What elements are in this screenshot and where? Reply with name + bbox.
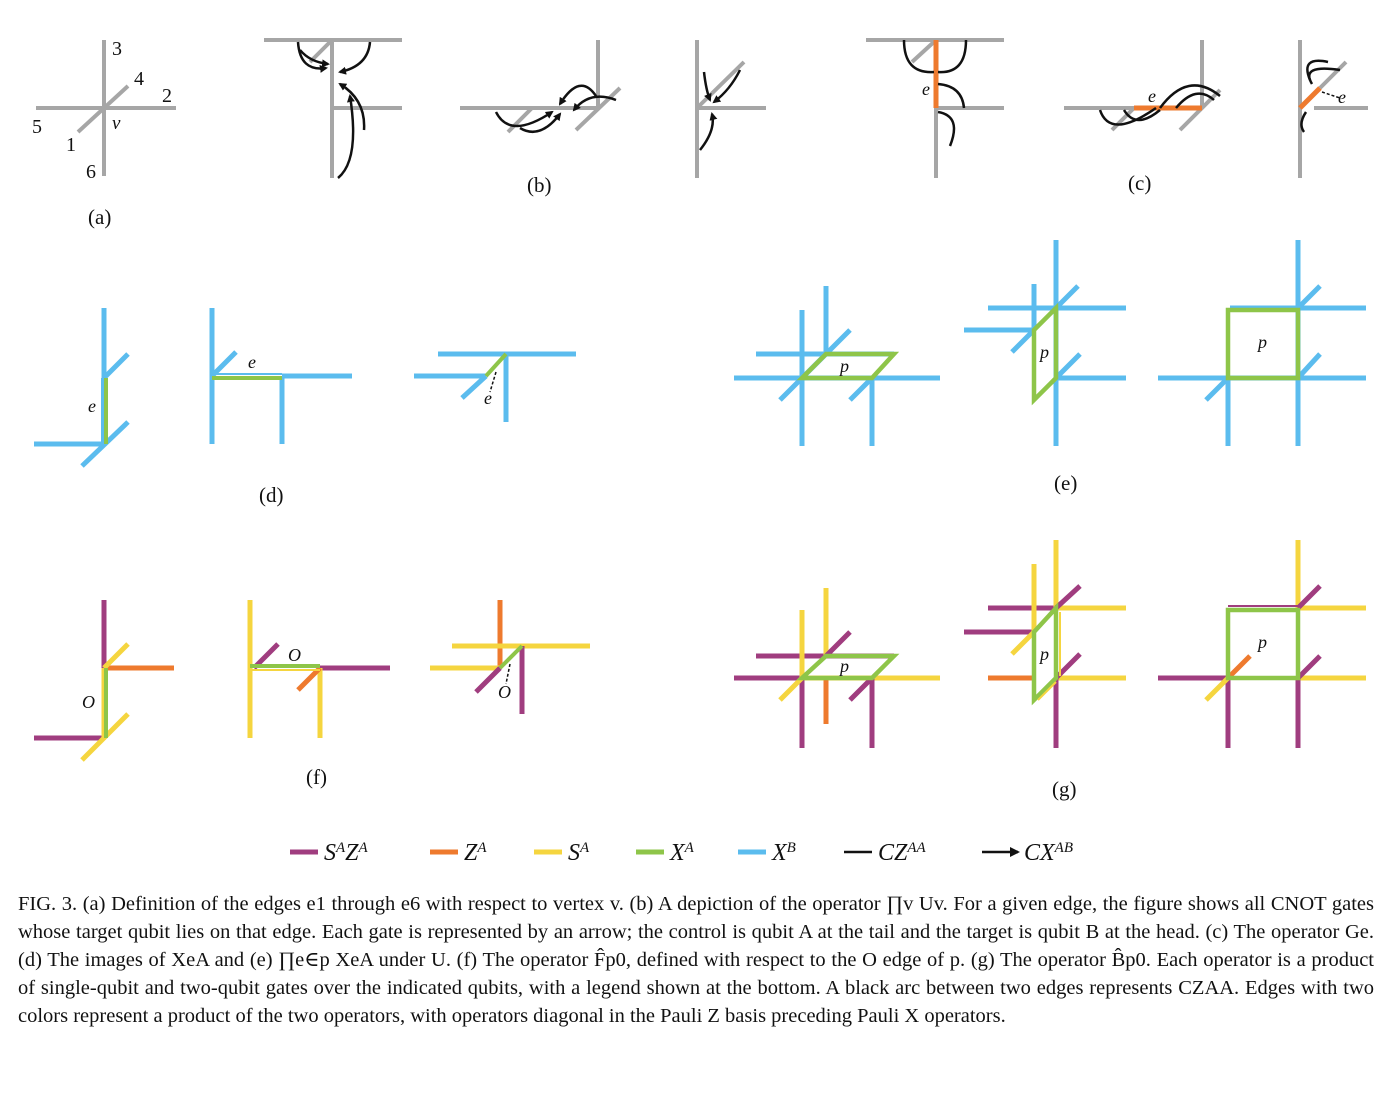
panel-label-b: (b) [527, 173, 552, 197]
svg-text:CZAA: CZAA [878, 840, 927, 866]
panel-c-operator-Ge [866, 38, 1368, 178]
legend-item-XB: XB [738, 840, 796, 866]
svg-text:ZA: ZA [464, 840, 487, 866]
legend-item-CZAA: CZAA [844, 840, 927, 866]
plaquette-label-p: p [838, 356, 849, 376]
legend-item-CXAB: CXAB [982, 840, 1073, 866]
edge-number-5: 5 [32, 116, 42, 138]
edge-label-e: e [1148, 86, 1156, 106]
plaquette-label-p: p [1038, 342, 1049, 362]
panel-label-e: (e) [1054, 471, 1077, 495]
svg-text:CXAB: CXAB [1024, 840, 1073, 866]
figure-caption: FIG. 3. (a) Definition of the edges e1 t… [18, 890, 1374, 1030]
svg-text:SA: SA [568, 840, 590, 866]
panel-label-c: (c) [1128, 171, 1151, 195]
panel-label-g: (g) [1052, 777, 1077, 801]
edge-label-e: e [484, 388, 492, 408]
plaquette-label-p: p [838, 656, 849, 676]
origin-edge-label-O: O [82, 692, 95, 712]
plaquette-label-p: p [1256, 332, 1267, 352]
panel-label-a: (a) [88, 205, 111, 229]
edge-label-e: e [88, 396, 96, 416]
legend-item-ZA: ZA [430, 840, 487, 866]
edge-number-4: 4 [134, 68, 144, 90]
edge-number-2: 2 [162, 85, 172, 107]
origin-edge-label-O: O [288, 645, 301, 665]
edge-number-6: 6 [86, 161, 96, 183]
svg-text:XB: XB [771, 840, 796, 866]
figure-diagram: 3 4 2 5 1 6 v (a) [32, 38, 1368, 801]
edge-label-e: e [248, 352, 256, 372]
panel-g-operator-Bp0 [734, 540, 1366, 748]
panel-label-f: (f) [306, 765, 327, 789]
edge-label-e: e [922, 79, 930, 99]
legend: SAZA ZA SA XA XB CZAA CXAB [290, 840, 1073, 866]
edge-label-e: e [1338, 87, 1346, 107]
panel-b-cnot-gates [264, 38, 766, 179]
plaquette-label-p: p [1038, 644, 1049, 664]
vertex-label-v: v [112, 113, 121, 134]
panel-e-plaquette-XeA [734, 240, 1366, 446]
panel-d-images-XeA [34, 308, 576, 468]
svg-text:XA: XA [669, 840, 695, 866]
caption-text: FIG. 3. (a) Definition of the edges e1 t… [18, 893, 1374, 1027]
panel-label-d: (d) [259, 483, 284, 507]
legend-item-SAZA: SAZA [290, 840, 369, 866]
panel-a-vertex-definition [36, 40, 176, 176]
edge-number-3: 3 [112, 38, 122, 60]
svg-text:SAZA: SAZA [324, 840, 369, 866]
legend-item-XA: XA [636, 840, 695, 866]
panel-f-operator-Fp0 [34, 600, 590, 762]
origin-edge-label-O: O [498, 682, 511, 702]
legend-item-SA: SA [534, 840, 590, 866]
edge-number-1: 1 [66, 134, 76, 156]
plaquette-label-p: p [1256, 632, 1267, 652]
